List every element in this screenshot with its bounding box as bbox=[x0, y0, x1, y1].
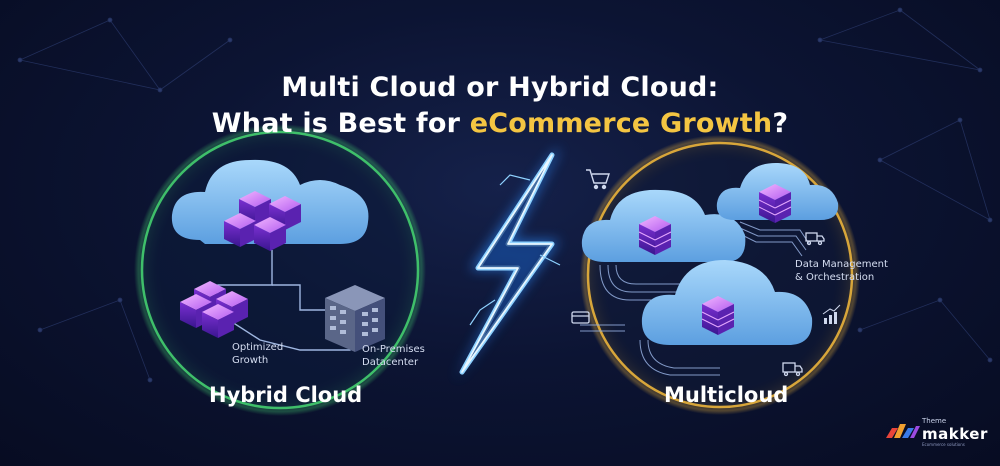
datacenter-line-1: On-Premises bbox=[362, 344, 425, 355]
server-stack-icon bbox=[638, 215, 672, 256]
title-line-1: Multi Cloud or Hybrid Cloud: bbox=[281, 72, 719, 103]
credit-card-icon bbox=[571, 311, 590, 324]
data-management-line-2: & Orchestration bbox=[795, 272, 875, 283]
hybrid-cloud-heading: Hybrid Cloud bbox=[209, 383, 363, 407]
server-stack-icon bbox=[758, 183, 792, 224]
page-title: Multi Cloud or Hybrid Cloud: What is Bes… bbox=[0, 70, 1000, 142]
logo-small-text: Theme bbox=[922, 417, 947, 425]
logo-tagline: Ecommerce solutions bbox=[922, 442, 965, 447]
data-management-label: Data Management & Orchestration bbox=[795, 258, 888, 284]
datacenter-icon bbox=[325, 285, 385, 352]
logo-mark bbox=[886, 424, 920, 438]
multicloud-heading: Multicloud bbox=[664, 383, 789, 407]
network-pattern bbox=[17, 7, 993, 383]
datacenter-line-2: Datacenter bbox=[362, 357, 419, 368]
data-management-line-1: Data Management bbox=[795, 259, 888, 270]
server-stack-icon bbox=[701, 295, 735, 336]
cart-icon bbox=[586, 169, 610, 190]
title-line-2-prefix: What is Best for bbox=[211, 108, 470, 139]
bar-chart-icon bbox=[822, 304, 841, 324]
logo-wordmark: makker bbox=[922, 425, 988, 443]
title-line-2-suffix: ? bbox=[772, 108, 789, 139]
optimized-growth-line-1: Optimized bbox=[232, 342, 284, 353]
optimized-growth-label: Optimized Growth bbox=[232, 341, 283, 367]
truck-icon bbox=[805, 232, 825, 246]
truck-icon bbox=[782, 362, 803, 377]
data-flow-lines bbox=[580, 221, 811, 376]
optimized-growth-line-2: Growth bbox=[232, 355, 269, 366]
datacenter-label: On-Premises Datacenter bbox=[362, 343, 425, 369]
lightning-bolt-icon bbox=[455, 150, 561, 380]
title-accent: eCommerce Growth bbox=[469, 108, 773, 139]
